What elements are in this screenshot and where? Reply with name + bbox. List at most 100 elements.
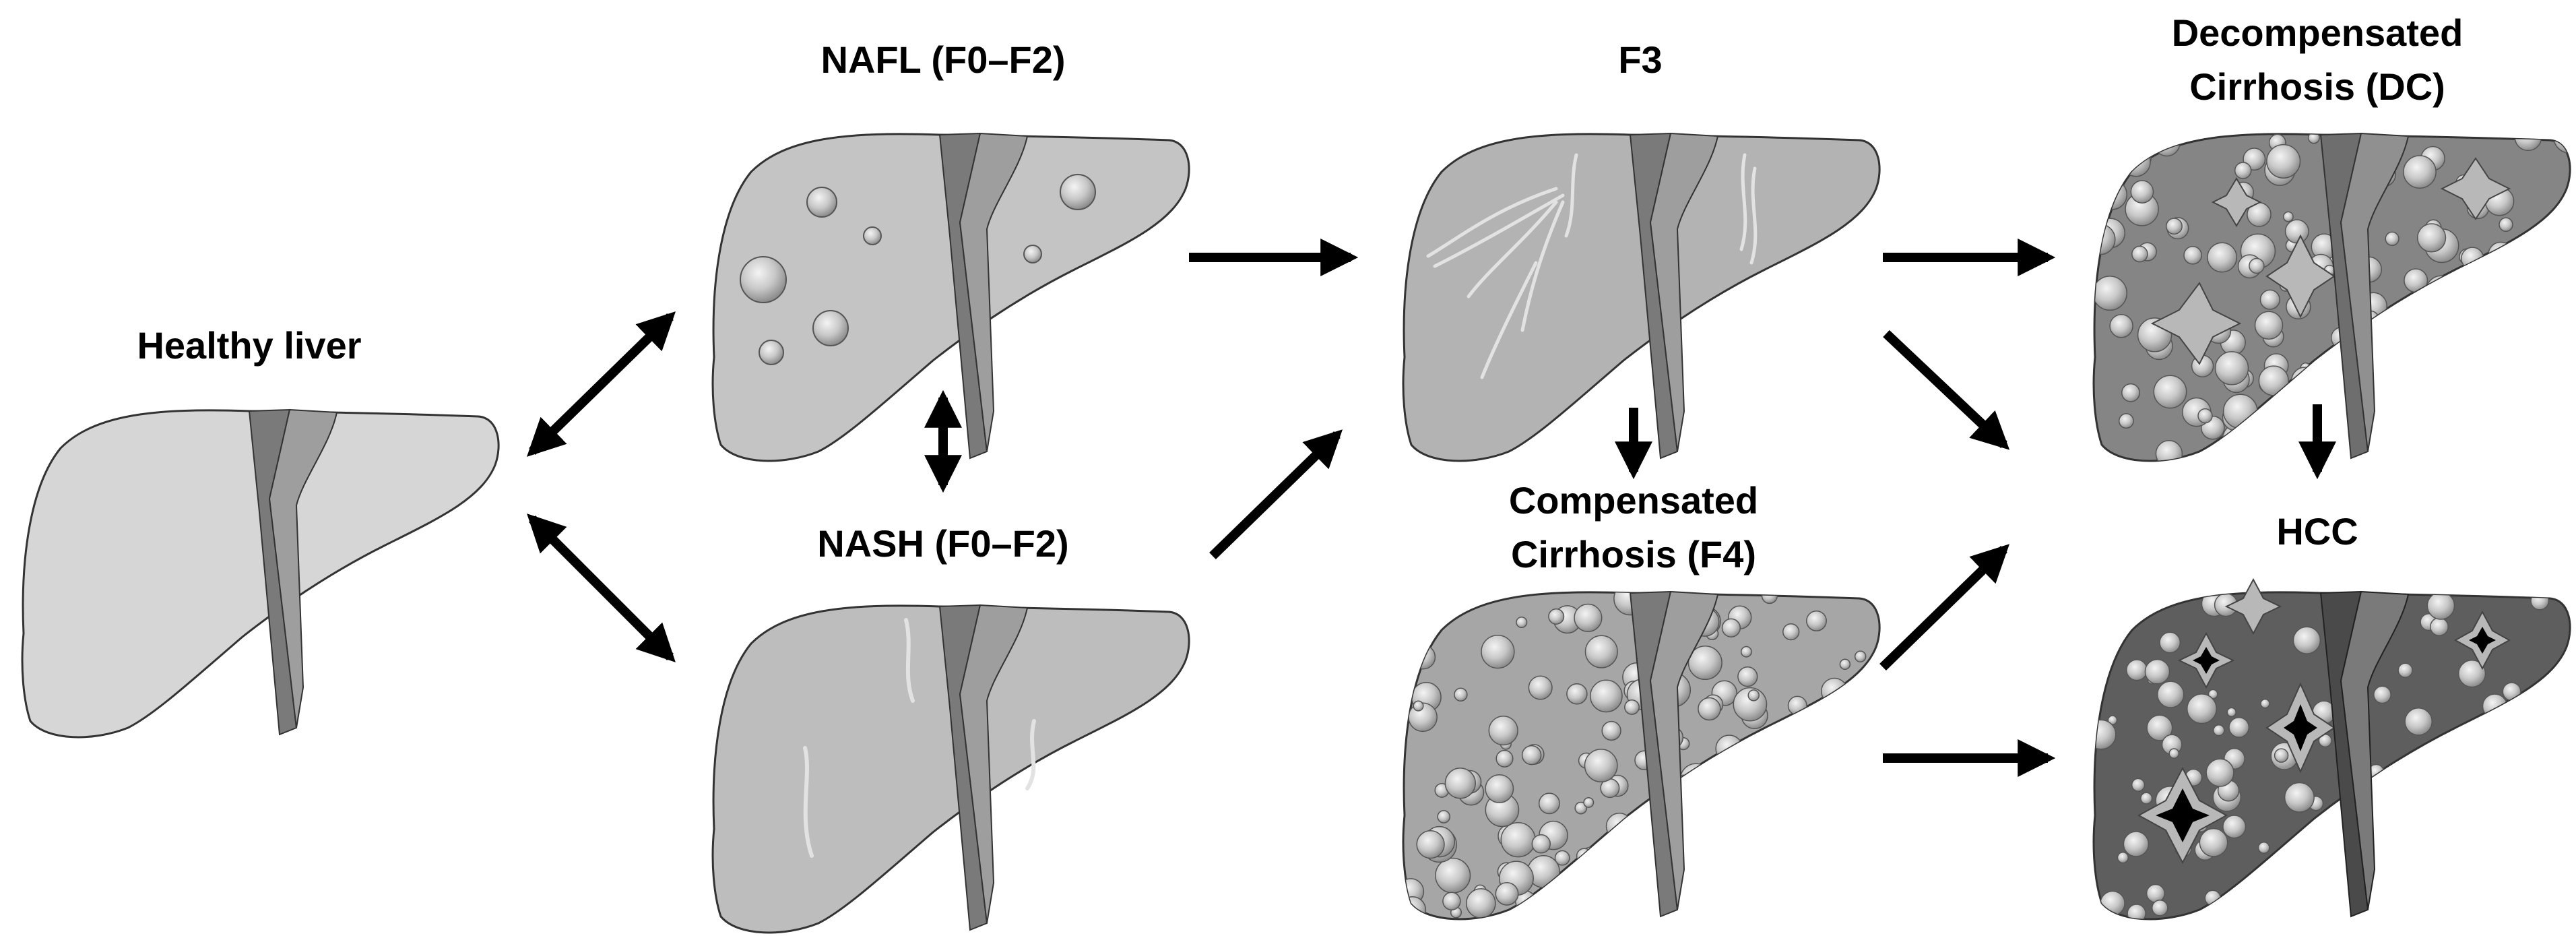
nodule [2423,295,2441,313]
nodule [1437,810,1451,823]
nodule [2290,367,2319,395]
nodule [2228,716,2250,738]
nodule [2257,842,2270,854]
nodule [1690,861,1710,881]
liver-icon-hcc [2092,578,2571,921]
nodule [1839,658,1851,670]
fibrosis-streak-icon [803,618,1036,858]
nodule [1777,823,1807,854]
nodule [2485,365,2509,389]
nodule [1763,907,1783,919]
nodule [2151,899,2168,916]
nodule [1747,689,1760,701]
nodule [2506,401,2540,436]
nodule [1574,603,1603,633]
nodule [1727,898,1761,919]
nodule [2097,150,2116,169]
nodule [1727,907,1744,919]
nodule [1583,797,1595,808]
nodule [1854,650,1867,662]
nodule [1435,857,1471,894]
nodule [1429,592,1454,612]
nodule [2403,410,2422,428]
nodule [1566,683,1588,705]
nodule [1614,855,1628,869]
label-nash: NASH (F0–F2) [817,522,1068,565]
nodule [2534,301,2551,318]
nodule [1403,612,1422,633]
nodule [2225,906,2243,919]
nodule [1789,761,1803,774]
nodule [2117,851,2129,864]
nodule [2385,231,2400,246]
nodule [2515,369,2530,383]
nodule [2479,863,2492,877]
nodule [2403,155,2437,189]
nodule [1587,879,1608,900]
nodule [2451,441,2468,457]
nodule [2482,693,2508,719]
nodule [1751,818,1787,854]
nodule [2416,223,2447,253]
nodule [1759,843,1780,864]
nodule [2444,837,2474,867]
nodule [2094,276,2127,311]
nodule [1721,618,1741,637]
nodule [2118,413,2134,429]
nodule [1584,749,1618,783]
nodule [1609,886,1638,916]
nodule [1485,774,1514,803]
nodule [2197,408,2213,424]
nodule [2373,685,2391,704]
nodule [1853,783,1871,801]
nodule [2530,322,2561,353]
nodule [2426,807,2442,823]
nodule [1718,875,1736,892]
nodule [2546,866,2563,883]
nodule [1521,745,1542,766]
nodule [2502,682,2521,701]
nodule [2377,349,2389,362]
nodule [1713,802,1729,817]
nodule [2156,681,2185,708]
nodule [1518,907,1531,919]
nodule [2292,626,2321,654]
nodule [1624,699,1640,715]
nodule [2121,147,2151,177]
nodule [2434,805,2464,835]
nodule [2274,748,2289,763]
nodule [2316,904,2326,914]
nodule [1768,895,1783,909]
nodule [2537,356,2560,379]
nodule [1714,782,1729,799]
nodule [1753,846,1787,879]
fat-droplet-icon [740,174,1096,365]
nodule [2404,707,2433,736]
nodule [1794,758,1809,774]
liver-icon-nash [711,604,1190,934]
nodule [2517,291,2534,307]
nodule [2183,245,2202,265]
nodule [2214,351,2249,385]
nodule [2445,759,2467,781]
nodule [1861,798,1876,814]
nodule [2478,714,2503,739]
nodule [2377,814,2390,827]
nodule [1725,871,1740,886]
nodule [1500,822,1536,858]
nodule [1767,867,1778,879]
nodule [1442,892,1461,911]
nodule [1806,610,1827,631]
nodule [2500,330,2516,346]
nodule [2205,758,2234,787]
nodule [2107,715,2118,725]
label-compensated-line2: Cirrhosis (F4) [1511,533,1756,575]
nodule [2199,828,2228,857]
nodule [2488,241,2514,268]
nodule [2478,332,2499,352]
nodule [1740,646,1752,658]
nodule [2433,833,2461,861]
nodule [2140,792,2153,805]
arrow-icon-nash-f3 [1209,429,1343,560]
